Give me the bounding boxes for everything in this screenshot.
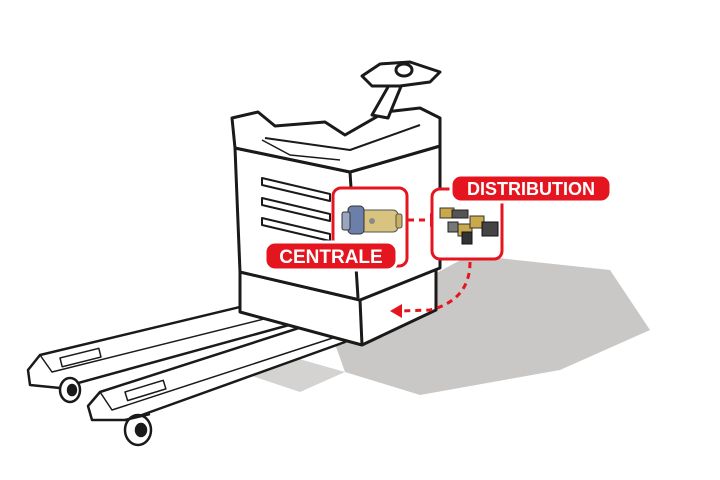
distribution-label: DISTRIBUTION (449, 173, 613, 204)
centrale-label: CENTRALE (263, 240, 399, 272)
solenoid-valve-icon (439, 207, 499, 245)
side-vents (261, 177, 331, 242)
distribution-label-text: DISTRIBUTION (467, 179, 595, 199)
distribution-callout (430, 187, 504, 261)
tiller-handle (360, 60, 442, 120)
hydraulic-pump-motor-icon (341, 205, 403, 235)
fork-wheel-right (123, 412, 153, 447)
fork-wheel-left (58, 376, 82, 404)
pallet-forks (26, 293, 347, 447)
flow-arrows (399, 218, 472, 313)
centrale-label-text: CENTRALE (279, 247, 382, 268)
